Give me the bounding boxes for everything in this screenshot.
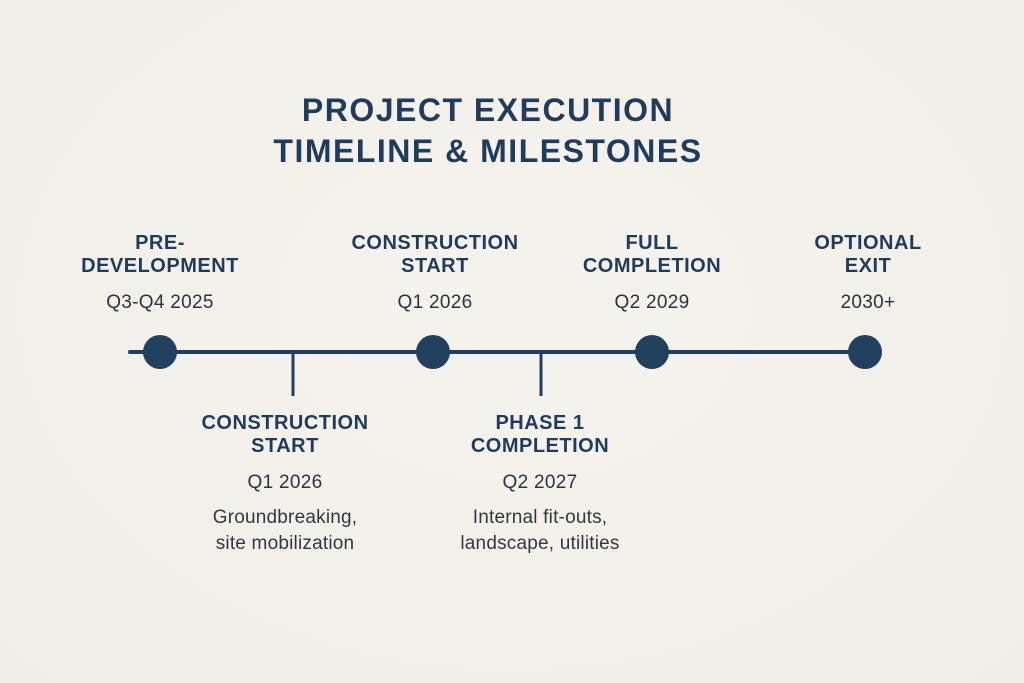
milestone-construction-start-detail: CONSTRUCTION START Q1 2026 Groundbreakin… (195, 412, 375, 557)
milestone-dot-full-completion (635, 335, 669, 369)
milestone-date: Q1 2026 (397, 292, 473, 313)
milestone-description: Groundbreaking, site mobilization (212, 507, 358, 554)
tick-phase1-completion (539, 352, 543, 396)
milestone-description: Internal fit-outs, landscape, utilities (460, 507, 620, 554)
milestone-label: PRE-DEVELOPMENT (81, 232, 239, 277)
milestone-date: Q2 2029 (614, 292, 690, 313)
milestone-pre-development: PRE-DEVELOPMENT Q3-Q4 2025 (70, 232, 250, 314)
milestone-full-completion: FULL COMPLETION Q2 2029 (572, 232, 732, 314)
milestone-label: FULL COMPLETION (582, 232, 722, 277)
milestone-construction-start-top: CONSTRUCTION START Q1 2026 (345, 232, 525, 314)
milestone-label: CONSTRUCTION START (351, 232, 519, 277)
milestone-label: OPTIONAL EXIT (814, 232, 922, 277)
tick-construction-start (291, 352, 295, 396)
milestone-optional-exit: OPTIONAL EXIT 2030+ (803, 232, 933, 314)
milestone-label: PHASE 1 COMPLETION (470, 412, 610, 457)
milestone-date: 2030+ (840, 292, 896, 313)
milestone-dot-construction-start (416, 335, 450, 369)
page-title: PROJECT EXECUTION TIMELINE & MILESTONES (108, 90, 868, 172)
page-title-line-2: TIMELINE & MILESTONES (273, 133, 703, 169)
milestone-label: CONSTRUCTION START (201, 412, 369, 457)
milestone-phase1-completion: PHASE 1 COMPLETION Q2 2027 Internal fit-… (433, 412, 648, 557)
milestone-dot-pre-development (143, 335, 177, 369)
page-title-line-1: PROJECT EXECUTION (301, 92, 675, 128)
milestone-date: Q2 2027 (502, 472, 578, 493)
milestone-dot-optional-exit (848, 335, 882, 369)
timeline-axis (128, 350, 868, 354)
milestone-date: Q3-Q4 2025 (106, 292, 214, 313)
milestone-date: Q1 2026 (247, 472, 323, 493)
